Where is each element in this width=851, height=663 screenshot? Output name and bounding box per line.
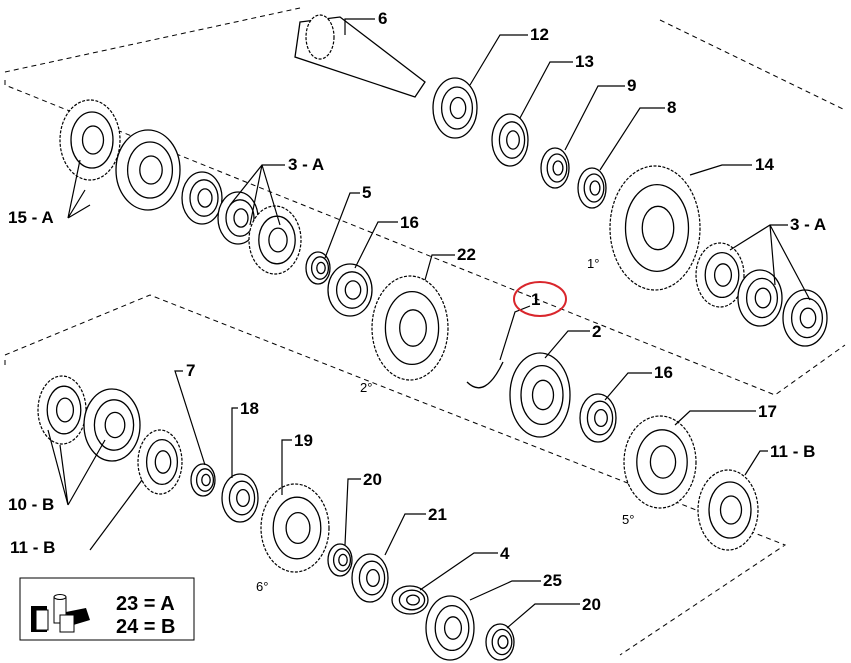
gear-19 — [260, 483, 330, 573]
retaining-clip-1 — [466, 361, 504, 389]
part-label[interactable]: 11 - B — [10, 538, 55, 557]
leader-line — [564, 85, 625, 151]
leader-line — [469, 580, 541, 601]
output-shaft — [294, 14, 426, 98]
needle-bearing-18 — [221, 473, 259, 523]
synchro-gear-a — [248, 205, 302, 275]
leader-line — [506, 603, 580, 629]
snap-ring-20b — [485, 623, 515, 661]
parts — [37, 14, 828, 661]
gear-label: 5° — [622, 512, 634, 527]
leader-line — [231, 407, 238, 478]
part-label[interactable]: 6 — [378, 9, 387, 28]
part-label[interactable]: 9 — [627, 76, 636, 95]
needle-bearing-8 — [577, 167, 607, 209]
part-label[interactable]: 3 - A — [288, 155, 324, 174]
part-label[interactable]: 14 — [755, 155, 774, 174]
needle-bearing-16b — [579, 393, 617, 443]
part-label[interactable]: 22 — [457, 245, 476, 264]
hub-10b — [37, 375, 87, 445]
part-label[interactable]: 8 — [667, 98, 676, 117]
snap-ring-7 — [190, 463, 216, 497]
leader-line — [324, 192, 360, 259]
part-label[interactable]: 17 — [758, 402, 777, 421]
leader-line — [499, 305, 531, 361]
hub-15a — [59, 99, 121, 181]
bearing-21 — [351, 553, 389, 603]
part-label[interactable]: 25 — [543, 571, 562, 590]
gear-label: 6° — [256, 579, 268, 594]
gear-label: 2° — [360, 380, 372, 395]
part-label[interactable]: 19 — [294, 431, 313, 450]
needle-bearing-9 — [540, 147, 570, 189]
bushing-13 — [491, 113, 529, 167]
part-label-highlighted[interactable]: 1 — [531, 290, 540, 309]
leader-line — [674, 410, 756, 426]
snap-ring-5 — [305, 251, 331, 285]
part-label[interactable]: 21 — [428, 505, 447, 524]
kit-boxes-icon — [31, 594, 90, 633]
synchro-cone-a — [217, 191, 259, 245]
leader-line — [354, 221, 398, 269]
leader-line — [469, 34, 528, 86]
gear-17 — [623, 415, 697, 509]
leader-line — [544, 330, 590, 359]
synchro-cone-right — [737, 269, 783, 327]
synchro-ring-11b — [137, 429, 183, 495]
sleeve-10b — [83, 388, 141, 462]
bearing-12 — [432, 77, 478, 139]
dashed-group-frames — [4, 7, 846, 656]
part-label[interactable]: 16 — [400, 213, 419, 232]
highlight-circle — [513, 281, 567, 317]
legend-box: 23 = A 24 = B — [19, 577, 195, 641]
gear-14 — [609, 165, 701, 291]
synchro-cone-right-2 — [782, 289, 828, 347]
part-label[interactable]: 7 — [186, 361, 195, 380]
part-label[interactable]: 13 — [575, 52, 594, 71]
part-label[interactable]: 20 — [582, 595, 601, 614]
part-label[interactable]: 3 - A — [790, 215, 826, 234]
leader-line — [344, 18, 375, 35]
leader-line — [729, 224, 811, 301]
thrust-washer-2 — [509, 352, 571, 438]
washer-25 — [425, 595, 475, 661]
leader-line — [424, 254, 455, 281]
leader-line — [67, 159, 91, 219]
needle-bearing-16 — [327, 263, 373, 317]
leader-line — [229, 164, 285, 226]
part-label[interactable]: 12 — [530, 25, 549, 44]
leader-line — [604, 372, 652, 401]
legend-row-2: 24 = B — [116, 616, 175, 638]
part-label[interactable]: 20 — [363, 470, 382, 489]
leader-line — [599, 107, 665, 171]
part-label[interactable]: 11 - B — [770, 442, 815, 461]
leader-line — [384, 513, 426, 556]
spacer-4 — [391, 585, 429, 615]
synchro-ring-a — [181, 171, 223, 225]
legend-row-1: 23 = A — [116, 593, 175, 615]
gear-22 — [371, 275, 449, 381]
synchro-ring-3a-right — [695, 242, 745, 308]
leader-line — [174, 370, 206, 466]
leader-line — [689, 164, 752, 176]
part-label[interactable]: 4 — [500, 544, 510, 563]
leader-line — [419, 552, 498, 591]
leader-line — [344, 478, 361, 546]
part-label[interactable]: 16 — [654, 363, 673, 382]
leader-line — [89, 479, 143, 551]
leader-line — [744, 450, 768, 476]
part-label[interactable]: 5 — [362, 183, 371, 202]
sleeve-15a — [115, 129, 181, 211]
part-label[interactable]: 15 - A — [8, 208, 54, 227]
leader-lines — [47, 18, 811, 629]
synchro-ring-11b-right — [697, 469, 759, 551]
part-label[interactable]: 10 - B — [8, 495, 54, 514]
leader-line — [47, 429, 106, 506]
leader-line — [519, 61, 573, 119]
part-label[interactable]: 2 — [592, 322, 601, 341]
part-label[interactable]: 18 — [240, 399, 259, 418]
leader-line — [281, 439, 292, 495]
gear-label: 1° — [587, 256, 599, 271]
snap-ring-20 — [327, 543, 353, 577]
